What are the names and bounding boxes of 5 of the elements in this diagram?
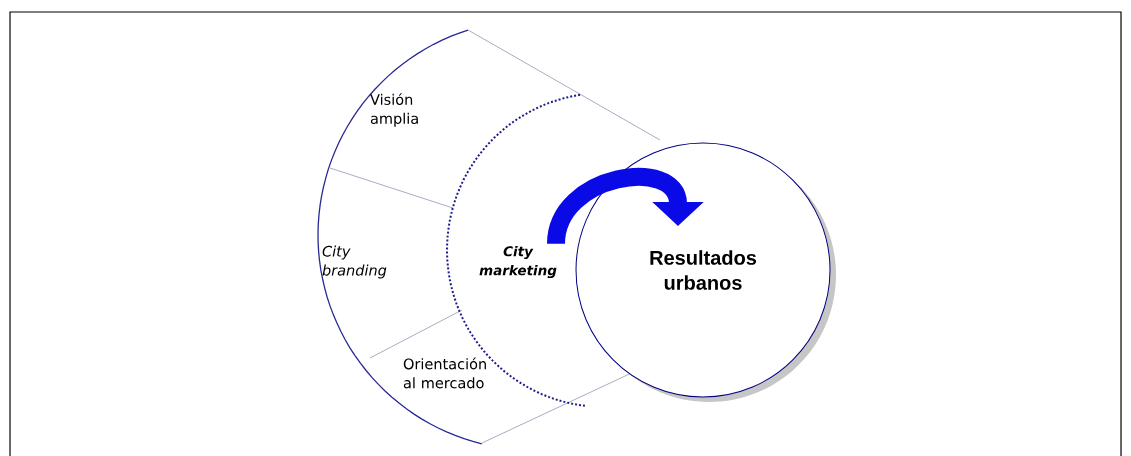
segment-label: Orientación al mercado xyxy=(403,357,486,389)
segment-label: Visión amplia xyxy=(370,93,418,127)
segment-label: City marketing xyxy=(479,245,557,279)
circle-node: Resultados urbanos xyxy=(575,142,836,402)
segment-label: City branding xyxy=(322,245,387,279)
